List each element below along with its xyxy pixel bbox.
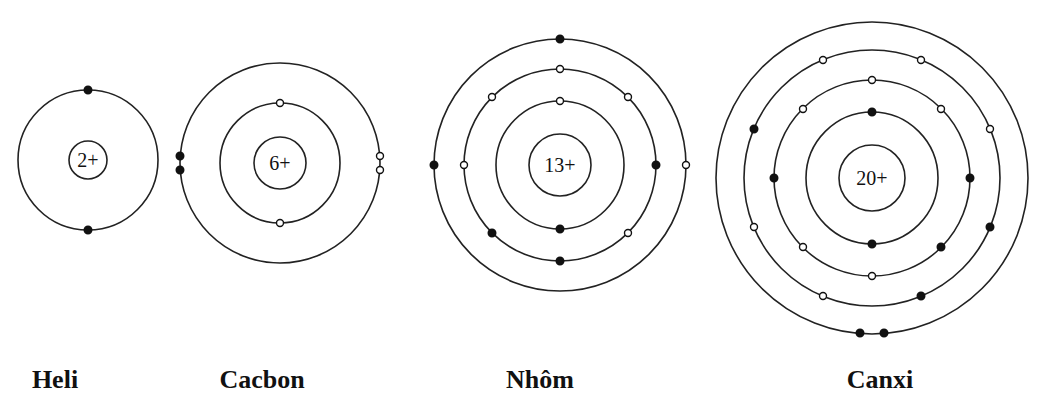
nuclear-charge: 13+ bbox=[544, 154, 575, 176]
atom-model: Canxi20+ bbox=[716, 22, 1028, 334]
element-name: Canxi bbox=[847, 365, 913, 395]
shell bbox=[18, 90, 158, 230]
electron bbox=[986, 223, 994, 231]
element-name: Cacbon bbox=[219, 365, 304, 395]
electron bbox=[683, 162, 690, 169]
shell bbox=[496, 101, 624, 229]
electron bbox=[461, 162, 468, 169]
element-name: Nhôm bbox=[506, 365, 574, 395]
electron bbox=[800, 244, 807, 251]
atom-model: Nhôm13+ bbox=[434, 39, 686, 291]
electron bbox=[377, 153, 384, 160]
nuclear-charge: 6+ bbox=[269, 152, 290, 174]
nucleus-circle: 13+ bbox=[528, 133, 592, 197]
electron bbox=[489, 94, 496, 101]
nucleus-ring bbox=[839, 145, 905, 211]
electron bbox=[800, 106, 807, 113]
electron bbox=[652, 161, 660, 169]
electron bbox=[176, 166, 184, 174]
electron bbox=[430, 161, 438, 169]
electrons bbox=[84, 35, 994, 337]
electron bbox=[84, 226, 92, 234]
electron bbox=[869, 77, 876, 84]
atom-model: Heli2+ bbox=[18, 90, 158, 230]
electron bbox=[938, 106, 945, 113]
electron bbox=[557, 66, 564, 73]
electron bbox=[556, 35, 564, 43]
electron bbox=[625, 94, 632, 101]
shell bbox=[806, 112, 938, 244]
element-name: Heli bbox=[32, 365, 78, 395]
nucleus-circle: 2+ bbox=[68, 140, 108, 180]
shell bbox=[180, 63, 380, 263]
electron bbox=[277, 100, 284, 107]
electron bbox=[277, 220, 284, 227]
nuclear-charge: 2+ bbox=[77, 149, 98, 171]
electron bbox=[937, 243, 945, 251]
shell bbox=[744, 50, 1000, 306]
shell bbox=[220, 103, 340, 223]
electron bbox=[84, 86, 92, 94]
electron bbox=[917, 292, 925, 300]
nucleus-ring bbox=[69, 141, 107, 179]
electron bbox=[770, 174, 778, 182]
nucleus-circle: 6+ bbox=[253, 136, 307, 190]
electron bbox=[556, 225, 564, 233]
electron bbox=[750, 125, 758, 133]
nucleus-ring bbox=[529, 134, 591, 196]
shell-circles bbox=[18, 22, 1028, 334]
electron bbox=[966, 174, 974, 182]
nucleus-circle: 20+ bbox=[838, 144, 906, 212]
atom-model: Cacbon6+ bbox=[180, 63, 380, 263]
shell bbox=[716, 22, 1028, 334]
electron bbox=[488, 229, 496, 237]
electron bbox=[625, 230, 632, 237]
shell bbox=[434, 39, 686, 291]
electron bbox=[377, 167, 384, 174]
shell bbox=[774, 80, 970, 276]
shell bbox=[464, 69, 656, 261]
electron bbox=[868, 108, 876, 116]
nuclear-charge: 20+ bbox=[856, 167, 887, 189]
electron bbox=[820, 57, 827, 64]
electron bbox=[880, 329, 888, 337]
electron bbox=[987, 126, 994, 133]
electron bbox=[918, 57, 925, 64]
electron bbox=[868, 240, 876, 248]
electron bbox=[176, 152, 184, 160]
electron bbox=[556, 257, 564, 265]
electron bbox=[869, 273, 876, 280]
nucleus-ring bbox=[254, 137, 306, 189]
electron bbox=[820, 293, 827, 300]
electron bbox=[856, 329, 864, 337]
electron bbox=[751, 224, 758, 231]
electron bbox=[557, 98, 564, 105]
